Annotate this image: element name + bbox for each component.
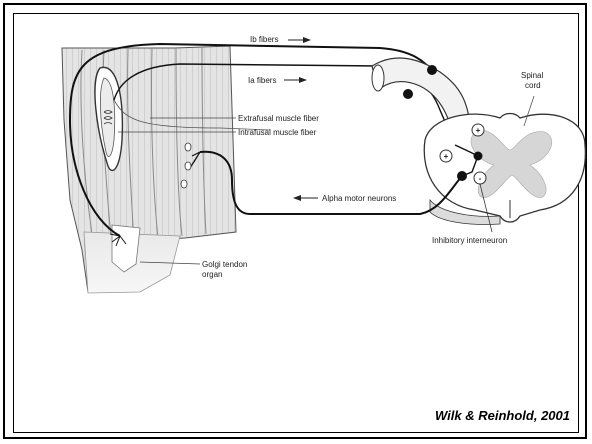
ib-fibers-label: Ib fibers — [250, 35, 278, 44]
plus-top: + — [476, 126, 481, 135]
spinal-cord-label-2: cord — [525, 81, 541, 90]
golgi-label-1: Golgi tendon — [202, 260, 247, 269]
plus-left: + — [444, 152, 449, 161]
muscle — [62, 46, 236, 293]
minus-sign: - — [479, 174, 482, 183]
golgi-label-2: organ — [202, 270, 222, 279]
ganglion-cell-icon — [427, 65, 437, 75]
spinal-cord-label: Spinal — [521, 71, 543, 80]
extrafusal-label: Extrafusal muscle fiber — [238, 114, 319, 123]
ia-fibers-label: Ia fibers — [248, 76, 276, 85]
spinal-cord — [424, 114, 585, 225]
ganglion-cell-icon — [403, 89, 413, 99]
intrafusal-label: Intrafusal muscle fiber — [238, 128, 317, 137]
source-credit: Wilk & Reinhold, 2001 — [435, 408, 570, 423]
alpha-motor-neuron-path — [200, 152, 462, 214]
inhibitory-label: Inhibitory interneuron — [432, 236, 507, 245]
alpha-motor-label: Alpha motor neurons — [322, 194, 396, 203]
